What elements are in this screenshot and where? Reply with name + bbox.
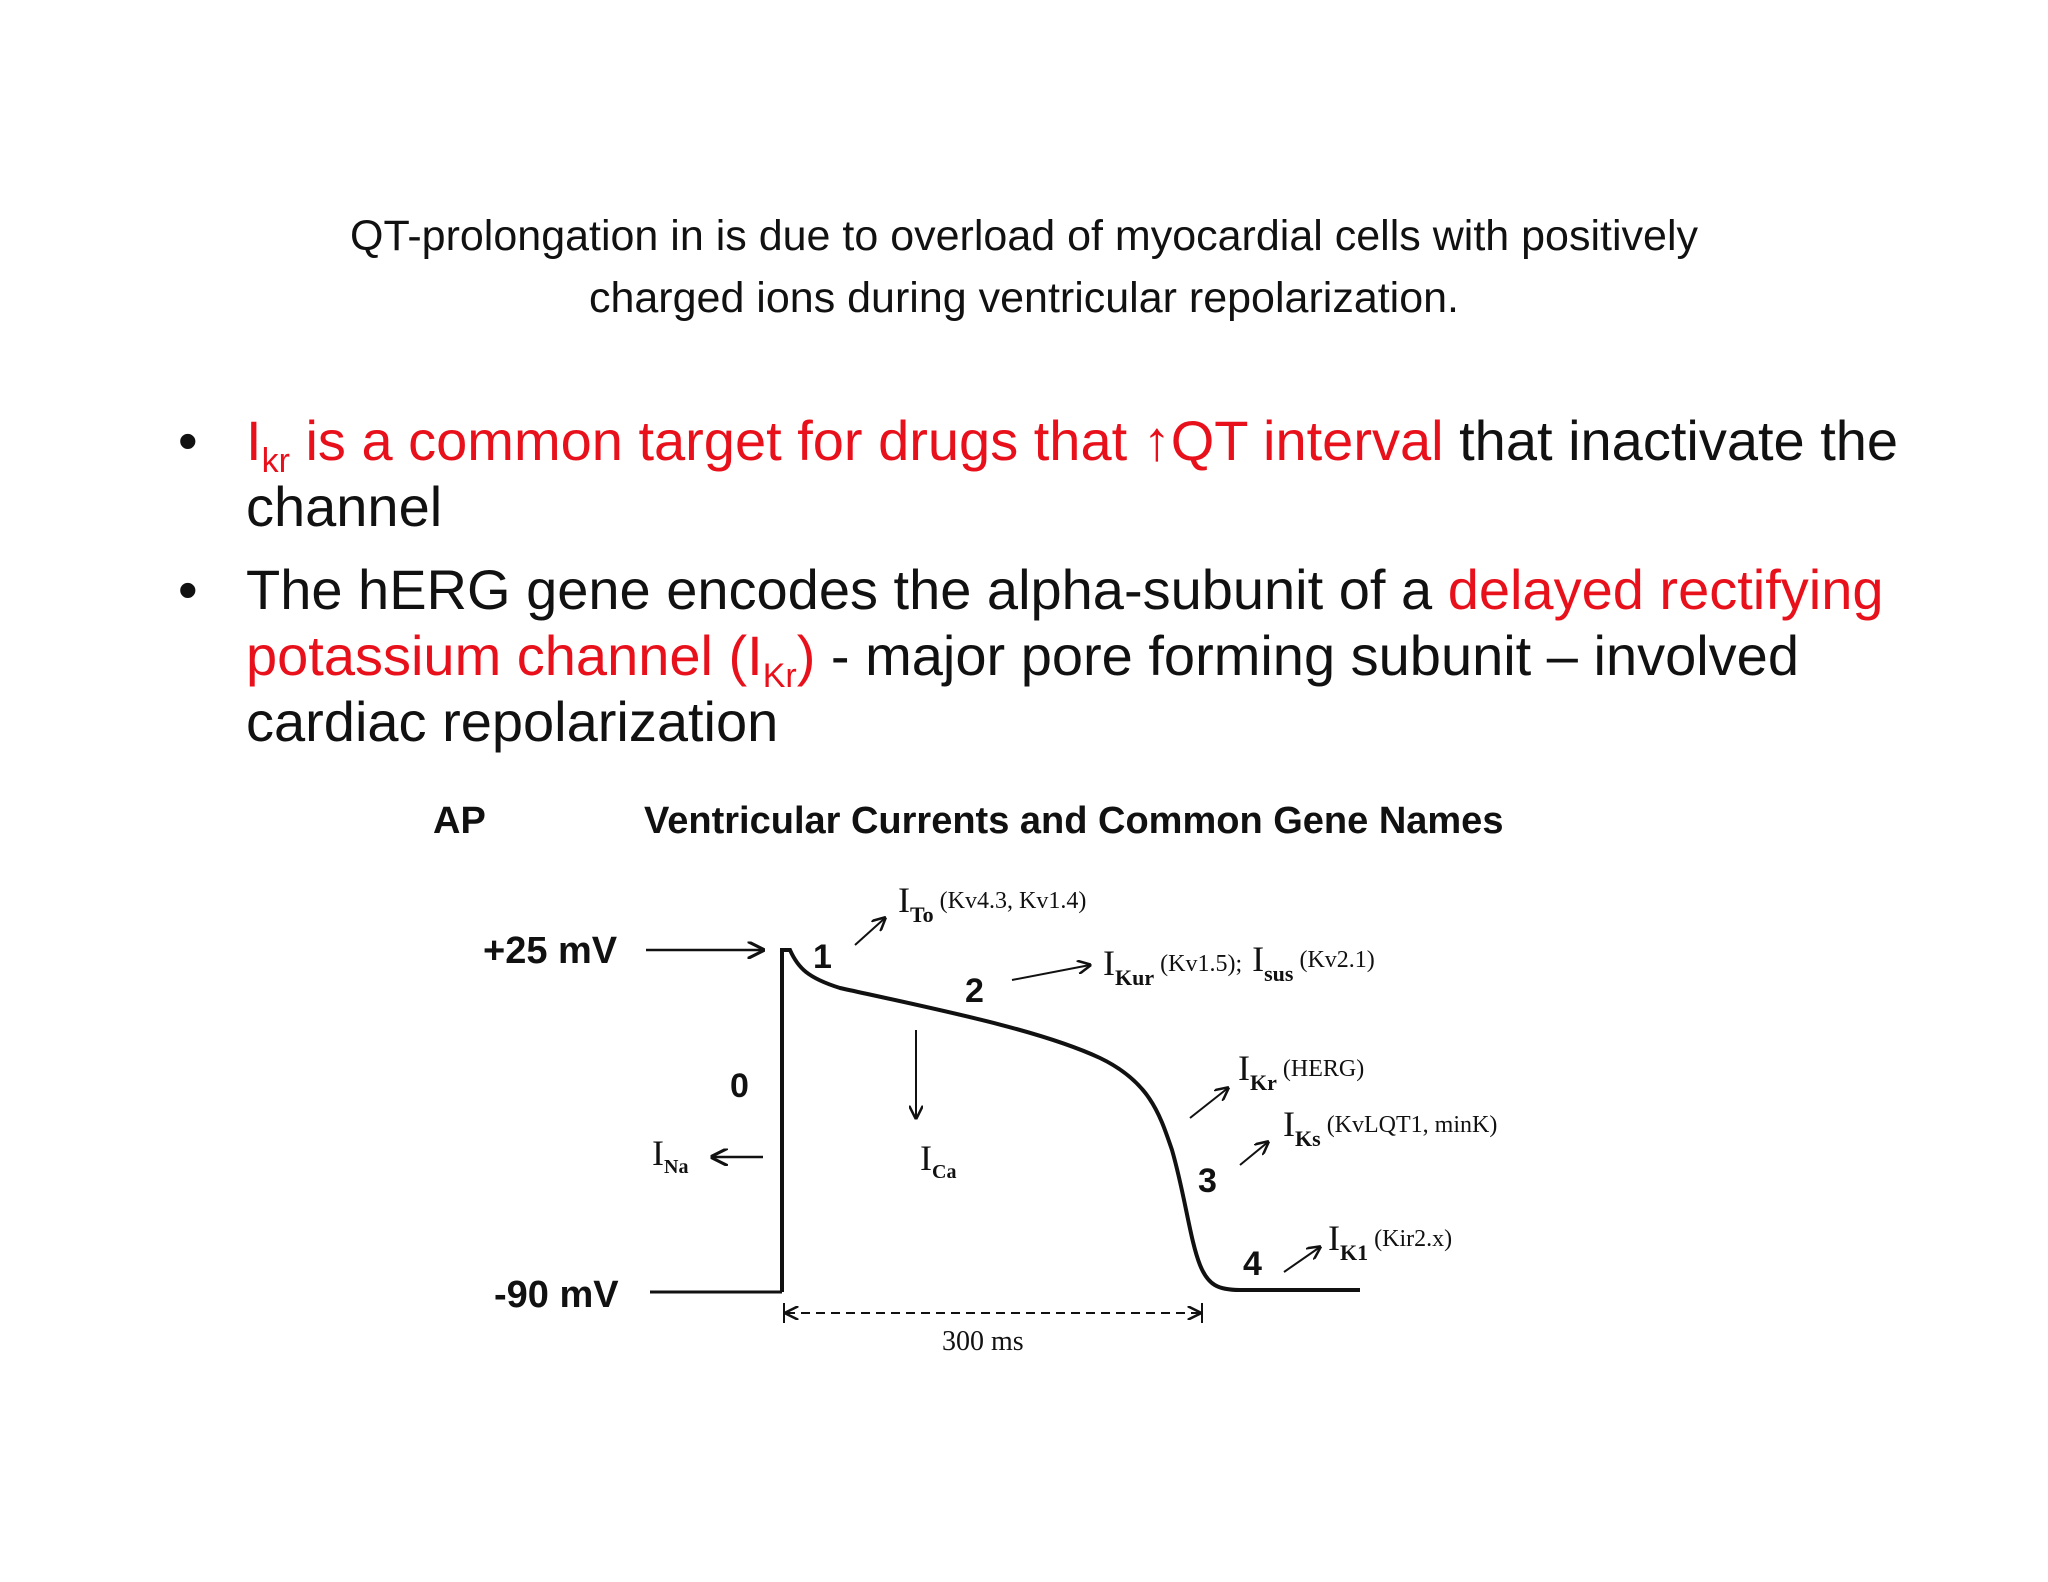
voltage-bottom-label: -90 mV bbox=[494, 1274, 619, 1316]
bullet-herg-gene: • The hERG gene encodes the alpha-subuni… bbox=[170, 557, 1910, 755]
up-arrow-icon: ↑ bbox=[1142, 409, 1171, 472]
duration-label: 300 ms bbox=[942, 1326, 1024, 1357]
close-paren: ) bbox=[796, 624, 816, 687]
heading-line-2: charged ions during ventricular repolari… bbox=[588, 274, 1460, 322]
ikr-subscript: Kr bbox=[762, 657, 797, 695]
bullet-text-end: - major pore forming subunit – involved … bbox=[246, 624, 1799, 753]
bullet-red-text: is a common target for drugs that bbox=[289, 409, 1143, 472]
bullet-dot: • bbox=[178, 409, 198, 472]
ikur-arrow bbox=[1011, 965, 1090, 981]
ito-current: ITo(Kv4.3, Kv1.4) bbox=[898, 880, 1086, 927]
bullet-dot: • bbox=[178, 558, 198, 621]
phase-1-label: 1 bbox=[813, 938, 832, 976]
ina-current: INa bbox=[652, 1133, 688, 1178]
action-potential-curve bbox=[780, 948, 1360, 1292]
slide-heading: QT-prolongation in is due to overload of… bbox=[200, 205, 1848, 329]
bullet-ikr-target: • Ikr is a common target for drugs that … bbox=[170, 408, 1910, 540]
iks-current: IKs(KvLQT1, minK) bbox=[1283, 1104, 1497, 1151]
phase-4-label: 4 bbox=[1243, 1245, 1262, 1283]
bullet-text-start: The hERG gene encodes the alpha-subunit … bbox=[246, 558, 1448, 621]
ik1-arrow bbox=[1283, 1247, 1320, 1273]
ap-label: AP bbox=[433, 800, 486, 842]
potassium-channel-text: delayed rectifying potassium channel (I bbox=[246, 558, 1884, 687]
ikr-current: IKr(HERG) bbox=[1238, 1048, 1364, 1095]
phase-3-label: 3 bbox=[1198, 1162, 1217, 1200]
phase-2-label: 2 bbox=[965, 972, 984, 1010]
bullet-list: • Ikr is a common target for drugs that … bbox=[170, 408, 1910, 772]
voltage-top-label: +25 mV bbox=[483, 930, 618, 972]
phase-0-label: 0 bbox=[730, 1067, 749, 1105]
qt-interval-text: QT interval bbox=[1170, 409, 1444, 472]
ito-arrow bbox=[854, 918, 885, 946]
iks-arrow bbox=[1239, 1142, 1268, 1166]
ikr-symbol: Ikr bbox=[246, 409, 290, 480]
ik1-current: IK1(Kir2.x) bbox=[1328, 1218, 1452, 1265]
ica-current: ICa bbox=[920, 1138, 956, 1183]
heading-line-1: QT-prolongation in is due to overload of… bbox=[350, 212, 1698, 260]
ikr-arrow bbox=[1189, 1088, 1228, 1119]
bullet-black-text: that inactivate the channel bbox=[246, 409, 1899, 538]
ikur-isus-current: IKur(Kv1.5);Isus(Kv2.1) bbox=[1103, 939, 1375, 990]
figure-title: Ventricular Currents and Common Gene Nam… bbox=[644, 800, 1503, 842]
